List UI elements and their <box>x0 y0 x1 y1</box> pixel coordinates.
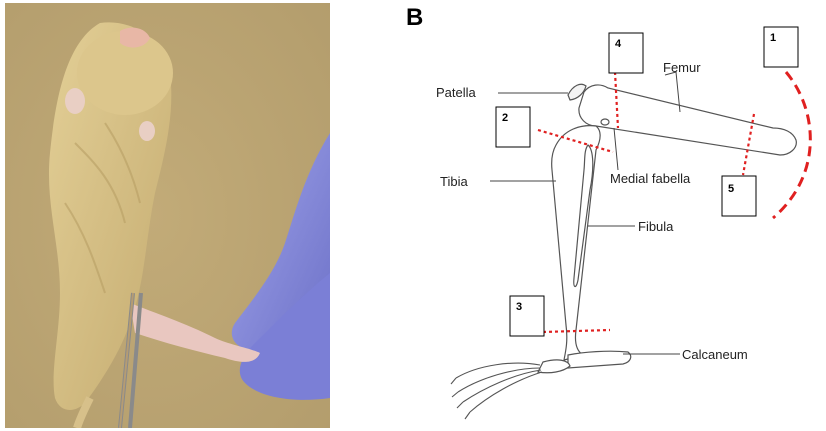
toes <box>450 362 543 420</box>
label-fibula: Fibula <box>638 219 674 234</box>
marker-box-4 <box>608 32 644 74</box>
cut-line-2 <box>537 128 614 154</box>
marker-box-1 <box>763 26 799 68</box>
rodent-mouth <box>120 27 150 48</box>
cut-line-5 <box>741 113 756 176</box>
marker-4: 4 <box>615 38 622 50</box>
rodent-head <box>77 31 173 115</box>
rodent-ear-right <box>139 121 155 141</box>
marker-1: 1 <box>770 32 776 44</box>
cut-line-3 <box>542 328 611 334</box>
label-calcaneum: Calcaneum <box>682 347 748 362</box>
patella-bone <box>567 83 587 101</box>
fibula-bone <box>573 144 594 288</box>
label-femur: Femur <box>663 60 701 75</box>
marker-box-5 <box>721 175 757 217</box>
marker-2: 2 <box>502 112 508 124</box>
panel-b-letter: B <box>406 4 424 31</box>
label-medial-fabella: Medial fabella <box>610 171 691 186</box>
rodent-leg <box>130 303 260 362</box>
foot-bone <box>537 359 571 374</box>
marker-3: 3 <box>516 301 522 313</box>
hindlimb-diagram: Patella Femur Tibia Medial fabella Fibul… <box>436 26 812 420</box>
cut-lines <box>537 71 756 334</box>
marker-box-2 <box>495 106 531 148</box>
leader-lines <box>490 71 681 355</box>
cut-arc-1 <box>772 71 812 220</box>
label-tibia: Tibia <box>440 174 468 189</box>
rodent-dissection-photo <box>5 3 330 428</box>
label-patella: Patella <box>436 85 477 100</box>
femur-bone <box>578 84 797 156</box>
rodent-ear-left <box>65 88 85 114</box>
calcaneum-bone <box>567 350 632 369</box>
rodent-body <box>48 22 172 410</box>
glove-lower <box>239 273 330 400</box>
medial-fabella-bone <box>600 118 610 126</box>
marker-box-3 <box>509 295 545 337</box>
marker-5: 5 <box>728 183 734 195</box>
